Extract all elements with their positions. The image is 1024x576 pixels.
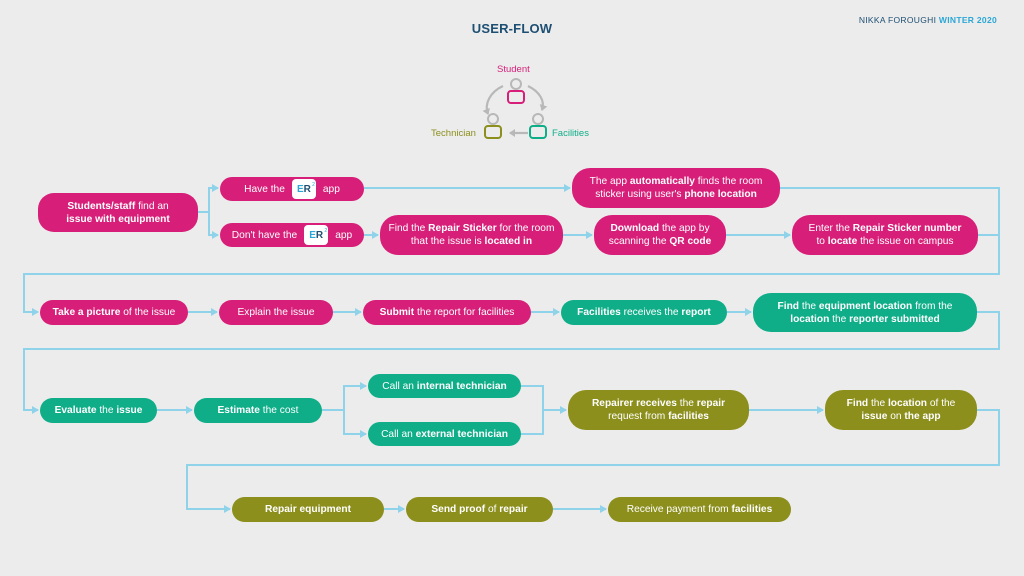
facilities-label: Facilities (552, 128, 589, 139)
step-evaluate: Evaluate the issue (40, 398, 157, 423)
step-take-picture: Take a picture of the issue (40, 300, 188, 325)
author-term: WINTER 2020 (938, 15, 997, 25)
facilities-icon (529, 113, 547, 139)
step-find-location: Find the equipment location from the loc… (753, 293, 977, 332)
step-call-internal: Call an internal technician (368, 374, 521, 398)
step-find-on-app: Find the location of the issue on the ap… (825, 390, 977, 430)
author-credit: NIKKA FOROUGHI WINTER 2020 (859, 15, 997, 25)
step-payment: Receive payment from facilities (608, 497, 791, 522)
student-label: Student (497, 64, 530, 75)
step-repairer-receives: Repairer receives the repair request fro… (568, 390, 749, 430)
student-icon (507, 78, 525, 104)
step-call-external: Call an external technician (368, 422, 521, 446)
step-submit: Submit the report for facilities (363, 300, 531, 325)
step-auto-find: The app automatically finds the room sti… (572, 168, 780, 208)
step-estimate: Estimate the cost (194, 398, 322, 423)
technician-label: Technician (431, 128, 476, 139)
step-find-sticker: Find the Repair Sticker for the room tha… (380, 215, 563, 255)
technician-icon (484, 113, 502, 139)
step-send-proof: Send proof of repair (406, 497, 553, 522)
step-explain: Explain the issue (219, 300, 333, 325)
step-enter-number: Enter the Repair Sticker number to locat… (792, 215, 978, 255)
page-title: USER-FLOW (471, 21, 553, 36)
author-name: NIKKA FOROUGHI (858, 15, 937, 25)
step-find-issue: Students/staff find an issue with equipm… (38, 193, 198, 232)
step-repair: Repair equipment (232, 497, 384, 522)
step-download: Download the app by scanning the QR code (594, 215, 726, 255)
step-facilities-receives: Facilities receives the report (561, 300, 727, 325)
